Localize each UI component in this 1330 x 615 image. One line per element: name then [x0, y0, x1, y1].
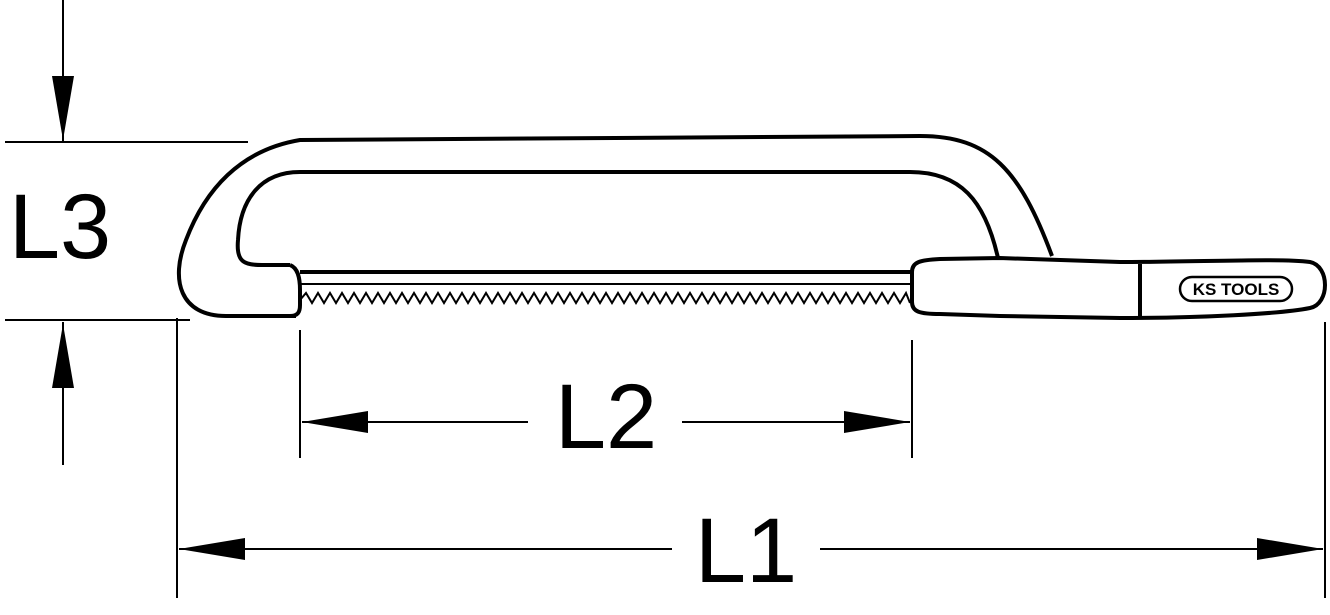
l1-arrow-left — [179, 538, 245, 560]
logo-badge — [1178, 275, 1294, 303]
l2-arrow-right — [844, 411, 910, 433]
dimension-l1: L1 — [176, 318, 1326, 602]
frame-outer-edge — [177, 133, 1054, 318]
brand-logo: KS TOOLS — [1178, 275, 1294, 303]
hacksaw-handle: KS TOOLS — [910, 255, 1327, 321]
l3-label: L3 — [9, 176, 111, 278]
dimension-l2: L2 — [299, 330, 913, 468]
l3-arrow-down — [52, 76, 74, 140]
saw-blade — [299, 270, 912, 305]
l3-arrow-up — [52, 324, 74, 388]
l2-arrow-left — [302, 411, 368, 433]
blade-teeth — [299, 290, 911, 305]
frame-inner-edge — [235, 170, 1000, 267]
handle-body — [910, 255, 1327, 321]
l2-label: L2 — [555, 366, 657, 468]
hacksaw-frame — [177, 133, 1054, 318]
front-hook-block — [289, 263, 302, 318]
dimension-l3: L3 — [5, 0, 248, 465]
l1-label: L1 — [695, 500, 797, 602]
logo-text: KS TOOLS — [1193, 280, 1280, 299]
l1-arrow-right — [1257, 538, 1323, 560]
